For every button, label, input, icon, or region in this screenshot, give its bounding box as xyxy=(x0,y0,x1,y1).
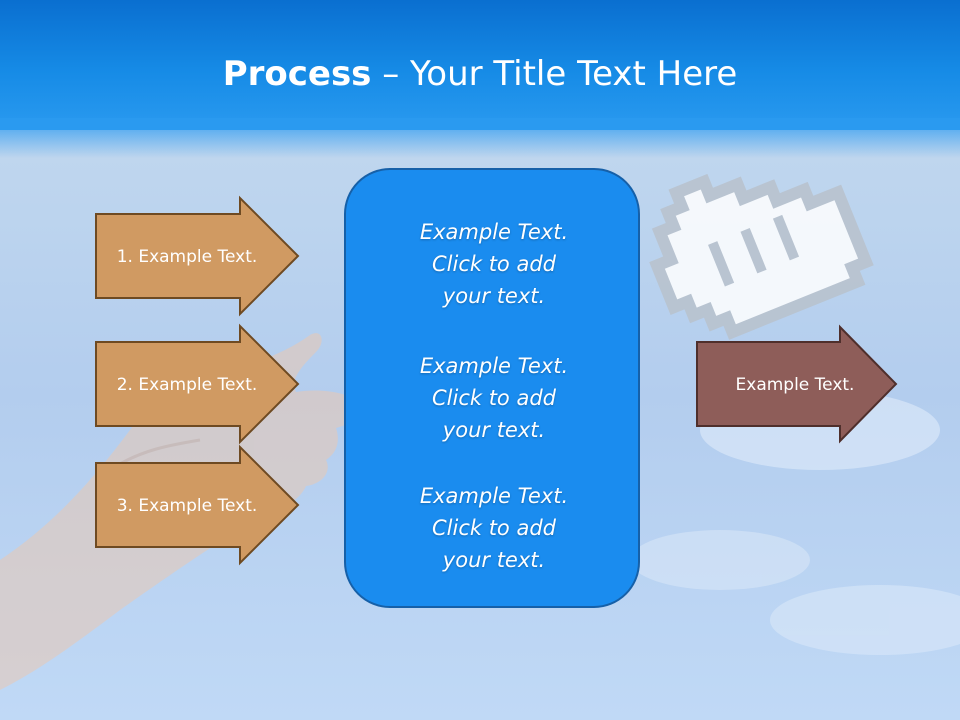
center-text-block-2: Example Text. Click to add your text. xyxy=(346,350,642,446)
block-line: Click to add xyxy=(431,516,556,540)
center-text-block-1: Example Text. Click to add your text. xyxy=(346,216,642,312)
center-text-block-3: Example Text. Click to add your text. xyxy=(346,480,642,576)
center-process-box[interactable]: Example Text. Click to add your text. Ex… xyxy=(344,168,640,608)
block-line: Example Text. xyxy=(419,354,569,378)
left-arrow-3[interactable]: 3. Example Text. xyxy=(95,444,300,566)
left-arrow-2-label: 2. Example Text. xyxy=(117,375,258,395)
left-arrow-1-label: 1. Example Text. xyxy=(117,247,258,267)
pixel-hand-cursor-icon xyxy=(649,173,874,340)
block-line: your text. xyxy=(442,284,546,308)
block-line: Click to add xyxy=(431,252,556,276)
left-arrow-1[interactable]: 1. Example Text. xyxy=(95,195,300,317)
right-arrow[interactable]: Example Text. xyxy=(696,324,898,444)
block-line: Example Text. xyxy=(419,484,569,508)
title-bar xyxy=(0,0,960,130)
title-bar-fade xyxy=(0,118,960,158)
slide-title: Process – Your Title Text Here xyxy=(0,52,960,96)
title-bold: Process xyxy=(222,54,372,94)
title-rest: – Your Title Text Here xyxy=(371,54,738,94)
left-arrow-2[interactable]: 2. Example Text. xyxy=(95,323,300,445)
block-line: your text. xyxy=(442,418,546,442)
left-arrow-3-label: 3. Example Text. xyxy=(117,496,258,516)
block-line: Example Text. xyxy=(419,220,569,244)
right-arrow-label: Example Text. xyxy=(736,375,855,395)
block-line: Click to add xyxy=(431,386,556,410)
block-line: your text. xyxy=(442,548,546,572)
